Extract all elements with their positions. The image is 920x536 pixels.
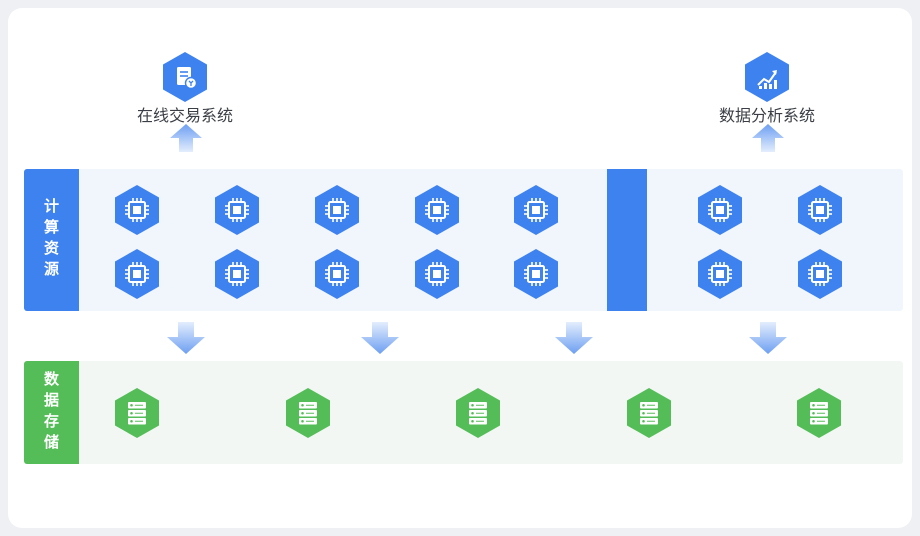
down-arrow-icon <box>555 322 593 354</box>
server-icon <box>627 388 671 438</box>
data-analysis-system-icon <box>745 52 789 102</box>
cpu-chip-icon <box>698 185 742 235</box>
online-trading-system-label: 在线交易系统 <box>136 106 233 125</box>
data-analysis-system-label: 数据分析系统 <box>718 106 815 125</box>
compute-group-divider <box>607 169 647 311</box>
cpu-chip-icon <box>415 185 459 235</box>
server-icon <box>115 388 159 438</box>
cpu-chip-icon <box>698 249 742 299</box>
cpu-chip-icon <box>415 249 459 299</box>
cpu-chip-icon <box>514 249 558 299</box>
storage-band-label: 数据存储 <box>24 361 79 464</box>
cpu-chip-icon <box>315 249 359 299</box>
compute-band-label: 计算资源 <box>24 169 79 311</box>
down-arrow-icon <box>361 322 399 354</box>
cpu-chip-icon <box>115 249 159 299</box>
cpu-chip-icon <box>514 185 558 235</box>
cpu-chip-icon <box>215 249 259 299</box>
cpu-chip-icon <box>115 185 159 235</box>
online-trading-system-icon <box>163 52 207 102</box>
cpu-chip-icon <box>315 185 359 235</box>
server-icon <box>797 388 841 438</box>
cpu-chip-icon <box>798 249 842 299</box>
up-arrow-icon <box>170 124 202 152</box>
up-arrow-icon <box>752 124 784 152</box>
down-arrow-icon <box>167 322 205 354</box>
down-arrow-icon <box>749 322 787 354</box>
server-icon <box>286 388 330 438</box>
cpu-chip-icon <box>215 185 259 235</box>
compute-band <box>24 169 903 311</box>
cpu-chip-icon <box>798 185 842 235</box>
server-icon <box>456 388 500 438</box>
